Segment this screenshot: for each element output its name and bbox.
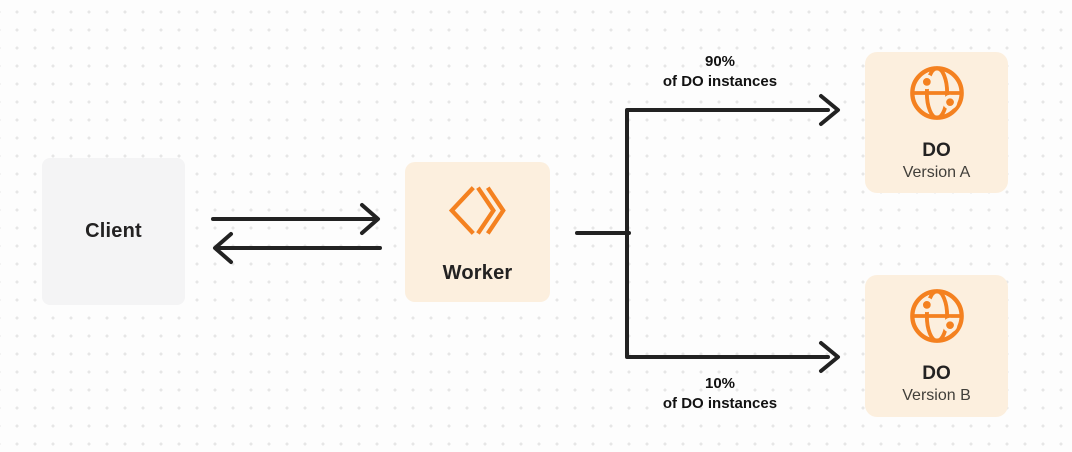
edge-label-90-line1: 90% xyxy=(704,53,736,70)
worker-label: Worker xyxy=(442,262,513,284)
arrow-worker-to-client xyxy=(213,232,382,264)
arrowhead-to-do-b xyxy=(819,341,840,373)
edge-label-90-percent: 90% of DO instances xyxy=(630,52,810,92)
edge-label-10-percent: 10% of DO instances xyxy=(630,374,810,414)
workers-chevrons-icon xyxy=(449,186,506,235)
split-bracket xyxy=(625,108,830,359)
arrow-client-to-worker xyxy=(211,203,380,235)
edge-label-90-line2: of DO instances xyxy=(662,73,778,90)
node-worker: Worker xyxy=(405,162,550,302)
globe-icon xyxy=(909,289,964,343)
edge-label-10-line2: of DO instances xyxy=(662,395,778,412)
do-b-subtitle: Version B xyxy=(902,387,971,404)
do-b-title: DO xyxy=(922,363,951,384)
arrowhead-to-do-a xyxy=(819,94,840,126)
node-do-version-b: DO Version B xyxy=(865,275,1008,417)
do-a-subtitle: Version A xyxy=(902,164,971,181)
globe-icon xyxy=(909,66,964,120)
client-label: Client xyxy=(85,220,142,242)
edge-label-10-line1: 10% xyxy=(704,375,736,392)
node-do-version-a: DO Version A xyxy=(865,52,1008,193)
do-a-title: DO xyxy=(922,140,951,161)
node-client: Client xyxy=(42,158,185,305)
